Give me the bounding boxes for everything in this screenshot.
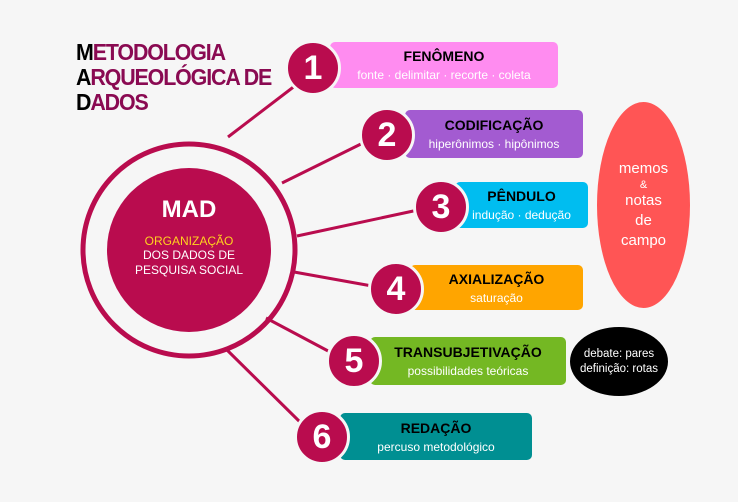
step-subtitle: saturação: [470, 290, 523, 305]
step-number-1: 1: [285, 40, 341, 96]
note-line: definição: rotas: [580, 362, 658, 375]
step-number-6: 6: [294, 409, 350, 465]
step-box-3: PÊNDULO indução · dedução: [455, 182, 588, 228]
diagram-title: METODOLOGIA ARQUEOLÓGICA DE DADOS: [76, 39, 272, 115]
connector-5: [265, 316, 331, 354]
connector-2: [281, 140, 366, 185]
step-box-4: AXIALIZAÇÃO saturação: [410, 265, 583, 310]
step-box-5: TRANSUBJETIVAÇÃO possibilidades teóricas: [370, 337, 566, 385]
center-line: DOS DADOS DE: [142, 248, 235, 262]
note-line: campo: [620, 232, 667, 249]
step-title: FENÔMENO: [403, 48, 485, 64]
step-number-5: 5: [326, 333, 382, 389]
center-highlight: ORGANIZAÇÃO: [144, 234, 234, 248]
note-line: debate: pares: [583, 347, 655, 360]
note-line: de: [635, 212, 652, 229]
memos-note: memos & notas de campo: [597, 102, 690, 308]
outer-ring: [80, 141, 298, 359]
center-line: PESQUISA SOCIAL: [134, 263, 244, 277]
step-subtitle: hiperônimos · hipônimos: [428, 137, 560, 151]
note-line: notas: [625, 192, 662, 209]
connector-1: [227, 80, 301, 139]
note-line: memos: [618, 160, 669, 177]
title-initial: M: [76, 39, 94, 65]
title-initial: A: [76, 64, 91, 90]
note-line: &: [639, 179, 648, 191]
step-number-3: 3: [413, 179, 469, 235]
center-node: MAD ORGANIZAÇÃO DOS DADOS DE PESQUISA SO…: [107, 168, 271, 332]
center-title: MAD: [161, 196, 217, 223]
connector-3: [296, 208, 419, 238]
step-subtitle: indução · dedução: [472, 208, 571, 222]
step-title: REDAÇÃO: [400, 419, 472, 436]
step-subtitle: fonte · delimitar · recorte · coleta: [357, 68, 531, 82]
connector-4: [293, 270, 373, 288]
title-text: ADOS: [90, 89, 148, 115]
step-title: AXIALIZAÇÃO: [448, 270, 545, 287]
step-subtitle: possibilidades teóricas: [407, 364, 529, 378]
step-subtitle: percuso metodológico: [377, 439, 495, 454]
connector-6: [224, 347, 302, 424]
step-box-1: FENÔMENO fonte · delimitar · recorte · co…: [330, 42, 558, 88]
step-title: TRANSUBJETIVAÇÃO: [394, 344, 542, 360]
step-box-6: REDAÇÃO percuso metodológico: [340, 413, 532, 460]
step-number-4: 4: [368, 261, 424, 317]
step-number-2: 2: [359, 107, 415, 163]
step-title: CODIFICAÇÃO: [444, 117, 544, 133]
title-text: RQUEOLÓGICA DE: [90, 64, 272, 90]
step-title: PÊNDULO: [487, 188, 556, 204]
debate-note: debate: pares definição: rotas: [570, 327, 668, 396]
step-box-2: CODIFICAÇÃO hiperônimos · hipônimos: [405, 110, 583, 158]
title-initial: D: [76, 89, 91, 115]
title-text: ETODOLOGIA: [92, 39, 226, 65]
